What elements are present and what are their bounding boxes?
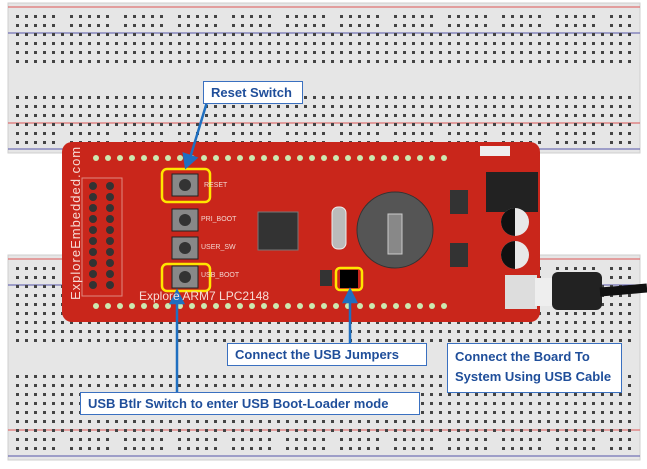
pri-boot-label: PRI_BOOT [201,216,237,223]
usb-boot-label: USB_BOOT [201,272,240,279]
user-sw-label: USER_SW [201,244,236,251]
usb-cable [505,272,647,310]
board-brand: ExploreEmbedded.com [68,145,83,300]
callout-usb-boot: USB Btlr Switch to enter USB Boot-Loader… [80,392,420,415]
usb-jumper [340,270,358,288]
regulator [450,243,468,267]
crystal [331,206,347,250]
reset-label: RESET [204,182,228,189]
breadboard [7,2,641,154]
mcu-chip [257,211,299,251]
callout-reset-switch: Reset Switch [203,81,303,104]
arrows [168,101,359,392]
board [62,142,540,322]
callout-usb-cable: Connect the Board To System Using USB Ca… [447,343,622,393]
callout-usb-cable-line1: Connect the Board To [455,349,590,364]
callout-usb-cable-line2: System Using USB Cable [455,369,612,384]
power-switch [480,146,510,156]
board-model: Explore ARM7 LPC2148 [139,289,270,303]
dc-jack [486,172,538,212]
jumper-pins [320,270,332,286]
regulator [450,190,468,214]
callout-usb-jumpers: Connect the USB Jumpers [227,343,427,366]
